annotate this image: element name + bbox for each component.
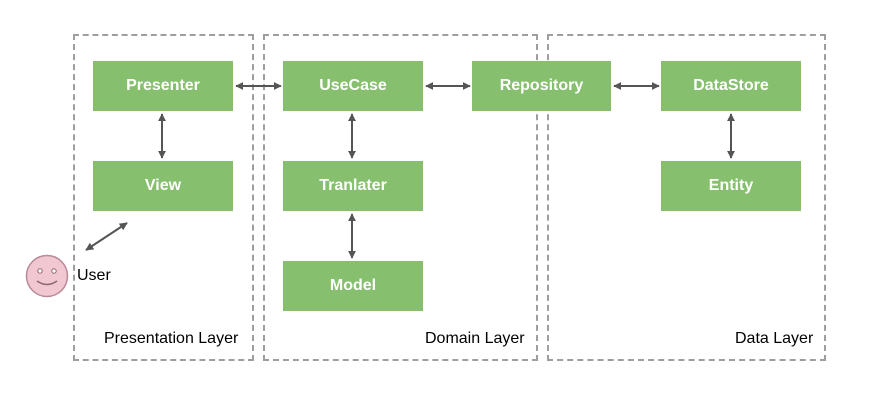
data-layer <box>547 34 826 361</box>
data-layer-label: Data Layer <box>735 330 814 347</box>
translater-box: Tranlater <box>283 161 423 211</box>
presentation-layer <box>73 34 254 361</box>
repository-box: Repository <box>472 61 611 111</box>
smiley-face-icon <box>25 254 69 298</box>
usecase-box: UseCase <box>283 61 423 111</box>
domain-layer <box>263 34 538 361</box>
model-box: Model <box>283 261 423 311</box>
domain-layer-label: Domain Layer <box>425 330 525 347</box>
datastore-box: DataStore <box>661 61 801 111</box>
presenter-box: Presenter <box>93 61 233 111</box>
view-box: View <box>93 161 233 211</box>
entity-box: Entity <box>661 161 801 211</box>
user-label: User <box>77 267 111 284</box>
arrow-user-view <box>85 222 128 251</box>
presentation-layer-label: Presentation Layer <box>104 330 239 347</box>
